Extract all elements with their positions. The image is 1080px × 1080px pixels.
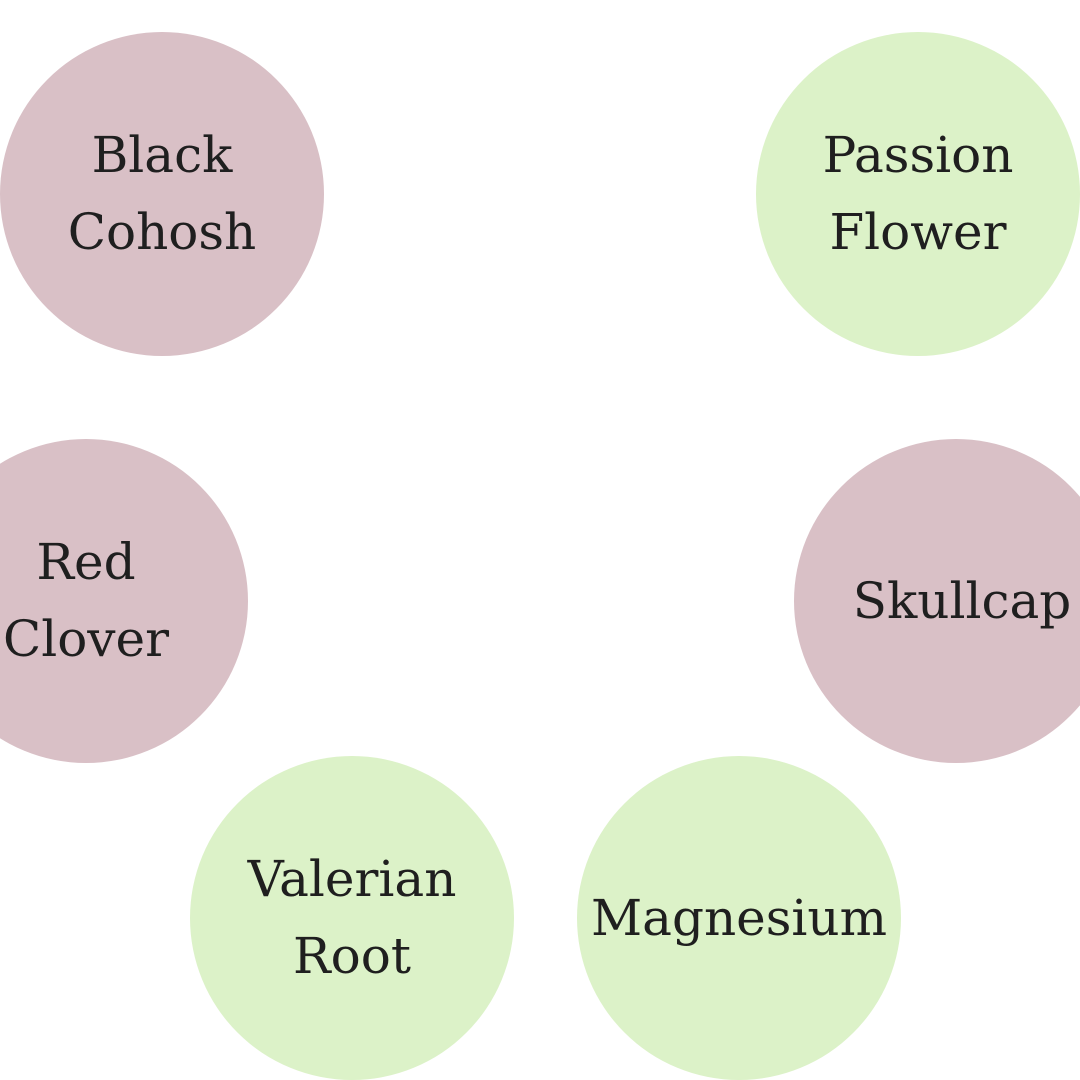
valerian-root-bubble: Valerian Root — [190, 756, 514, 1080]
red-clover-label: Red Clover — [2, 533, 170, 668]
passion-flower-bubble: Passion Flower — [756, 32, 1080, 356]
skullcap-label: Skullcap — [852, 571, 1072, 630]
valerian-root-label: Valerian Root — [247, 850, 457, 985]
black-cohosh-label: Black Cohosh — [67, 126, 257, 261]
magnesium-bubble: Magnesium — [577, 756, 901, 1080]
black-cohosh-bubble: Black Cohosh — [0, 32, 324, 356]
magnesium-label: Magnesium — [590, 888, 888, 947]
red-clover-bubble: Red Clover — [0, 439, 248, 763]
passion-flower-label: Passion Flower — [822, 126, 1014, 261]
skullcap-bubble: Skullcap — [794, 439, 1080, 763]
